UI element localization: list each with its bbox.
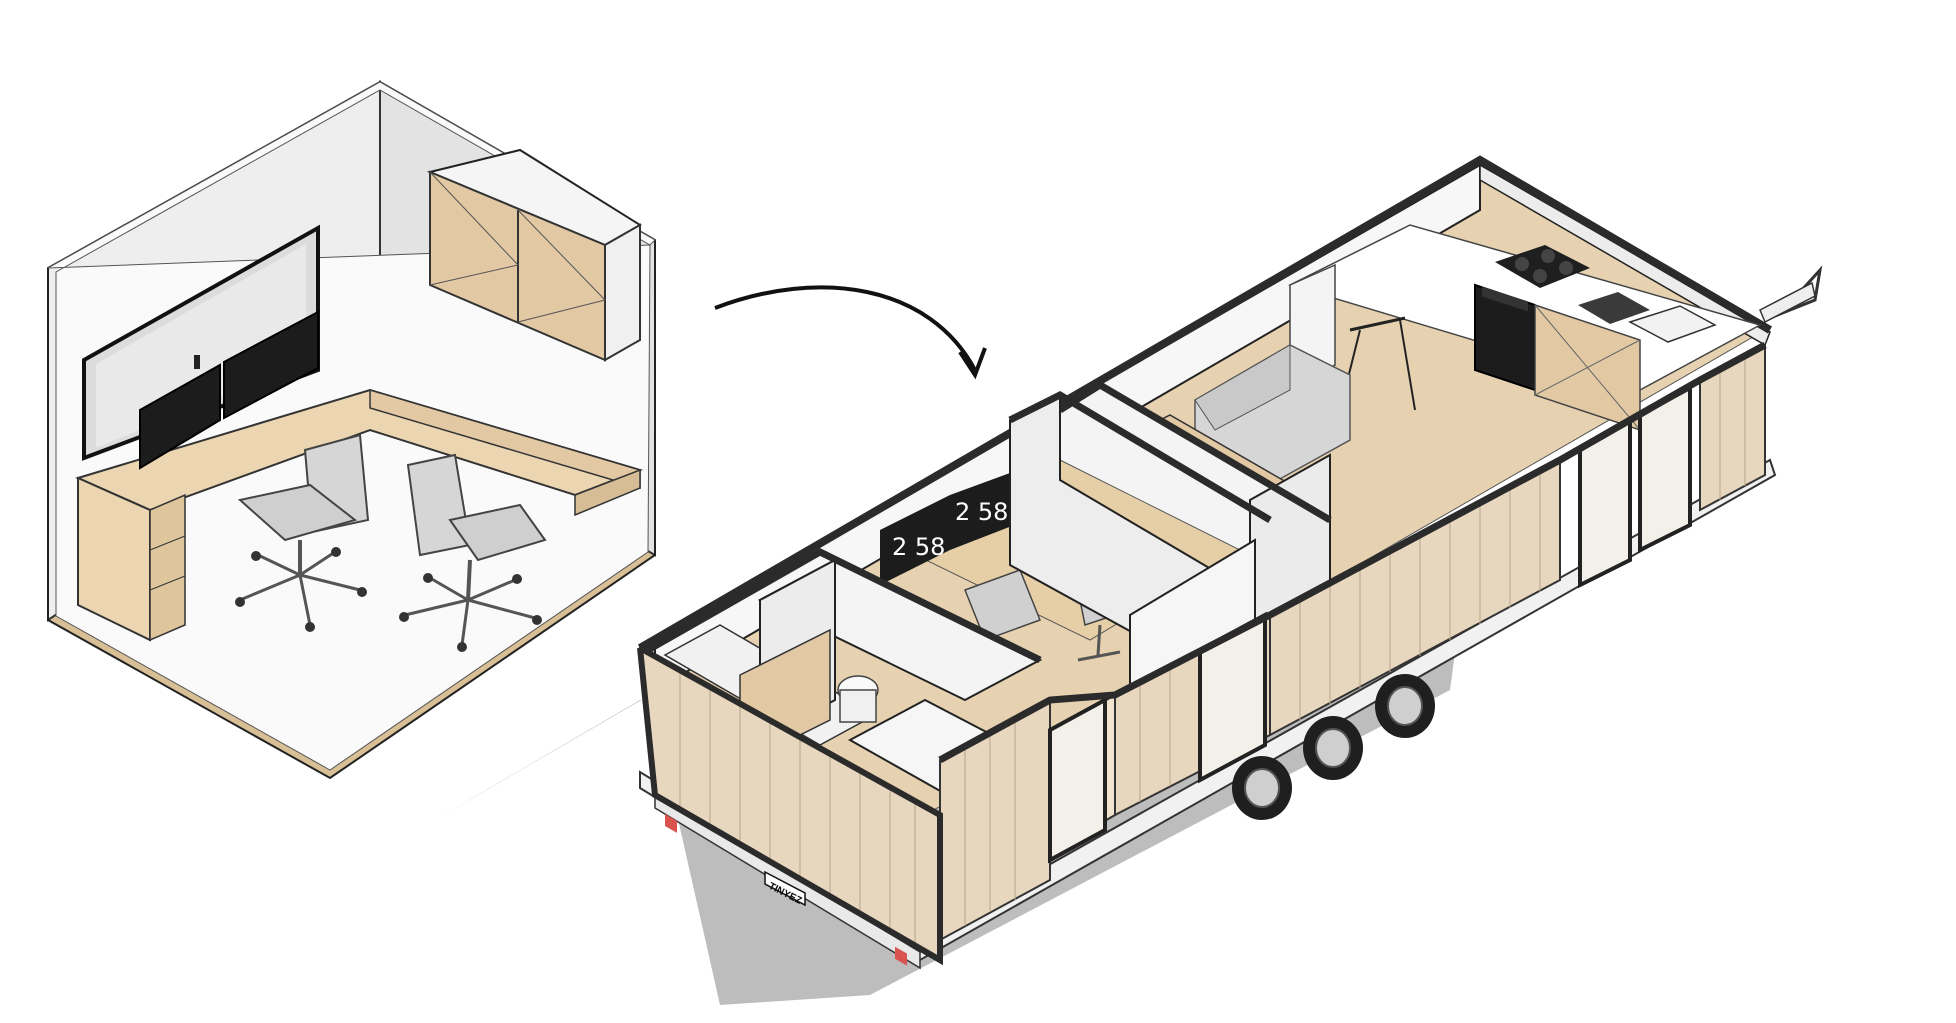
arrow-icon: [714, 285, 987, 380]
rear-end-wall: TINYEZ: [637, 645, 943, 966]
l-shaped-desk: [75, 388, 644, 642]
trailer-hitch: [1759, 265, 1823, 324]
front-cladding-wall: [938, 341, 1767, 942]
wheel-icon: [1303, 716, 1363, 780]
office-chair-icon: [399, 453, 547, 652]
upper-cabinet: [426, 148, 642, 362]
kitchen: [1287, 224, 1762, 432]
office-chair-icon: [235, 433, 370, 632]
wheel-icon: [1375, 674, 1435, 738]
glass-door: [1048, 696, 1107, 864]
sink-icon: [1578, 292, 1717, 343]
oven-icon: [1474, 283, 1536, 392]
dual-monitors: [139, 310, 319, 470]
tiny-house-trailer: 2 58 2 58: [435, 155, 1823, 1005]
wheel-icon: [1232, 756, 1292, 820]
toilet-icon: [837, 675, 879, 723]
screen-readout-right: 2 58: [955, 498, 1008, 526]
office-room-cutaway: [47, 80, 656, 780]
cooktop-icon: [1495, 245, 1590, 288]
screen-readout-left: 2 58: [892, 533, 945, 561]
